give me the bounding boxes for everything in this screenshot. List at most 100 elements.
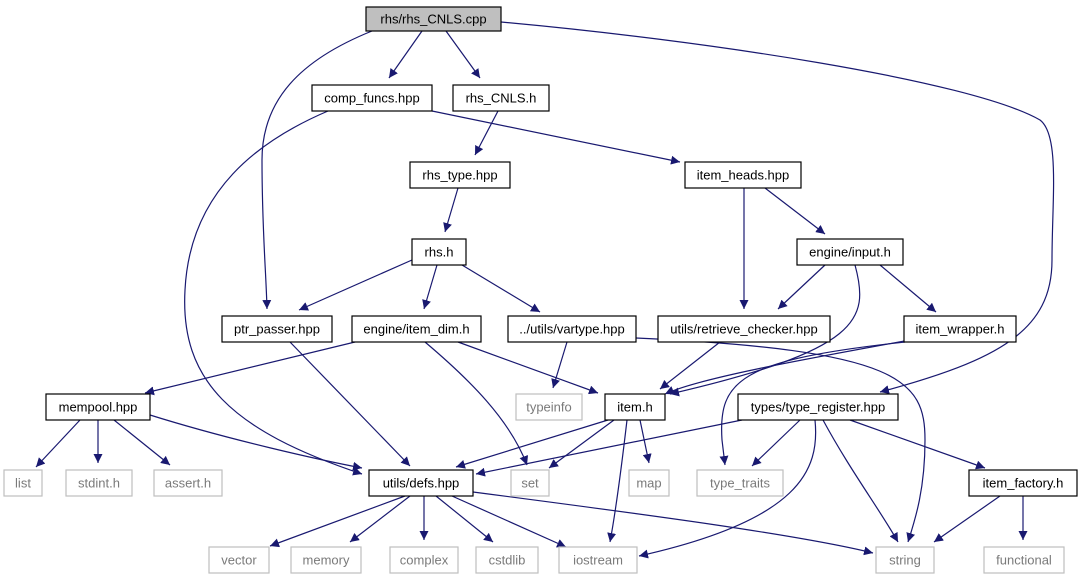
node-label-ptr-passer: ptr_passer.hpp xyxy=(234,322,320,337)
edge-item-wrapper-to-item-h xyxy=(664,339,911,395)
edge-mempool-to-assert xyxy=(113,419,171,466)
node-engine-input[interactable]: engine/input.h xyxy=(796,238,904,266)
node-label-memory: memory xyxy=(303,553,350,568)
edge-utils-defs-to-cstdlib xyxy=(435,495,494,543)
edge-root-to-comp-funcs xyxy=(388,30,423,79)
node-rhs-cnls-h[interactable]: rhs_CNLS.h xyxy=(452,84,550,112)
node-engine-item-dim[interactable]: engine/item_dim.h xyxy=(351,315,482,343)
node-label-set: set xyxy=(521,476,539,491)
node-label-rhs-cnls-h: rhs_CNLS.h xyxy=(466,91,537,106)
node-box-assert xyxy=(153,469,223,497)
edge-comp-funcs-to-item-heads xyxy=(431,110,681,165)
edge-item-factory-to-string xyxy=(933,495,1001,543)
node-item-heads[interactable]: item_heads.hpp xyxy=(684,161,802,189)
edge-item-h-to-set xyxy=(548,419,615,469)
edge-rhs-cnls-h-to-rhs-type xyxy=(474,110,499,156)
edge-engine-item-dim-to-item-h xyxy=(457,341,599,395)
node-box-vector xyxy=(208,546,270,574)
node-box-comp-funcs xyxy=(311,84,433,112)
node-rhs-type[interactable]: rhs_type.hpp xyxy=(409,161,511,189)
node-rhs-h[interactable]: rhs.h xyxy=(411,238,467,266)
node-label-item-factory: item_factory.h xyxy=(983,476,1064,491)
node-label-assert: assert.h xyxy=(165,476,211,491)
node-box-root xyxy=(365,6,502,32)
node-label-rhs-h: rhs.h xyxy=(425,245,454,260)
node-item-h[interactable]: item.h xyxy=(604,393,666,421)
node-box-engine-item-dim xyxy=(351,315,482,343)
node-label-utils-defs: utils/defs.hpp xyxy=(383,476,460,491)
edge-engine-input-to-item-wrapper xyxy=(879,264,937,313)
edge-root-to-type-register xyxy=(500,21,1055,395)
node-label-engine-input: engine/input.h xyxy=(809,245,891,260)
node-root[interactable]: rhs/rhs_CNLS.cpp xyxy=(365,6,502,32)
node-set: set xyxy=(510,469,550,497)
node-label-comp-funcs: comp_funcs.hpp xyxy=(324,91,419,106)
node-string: string xyxy=(875,546,935,574)
edge-item-h-to-map xyxy=(639,419,652,464)
node-label-item-wrapper: item_wrapper.h xyxy=(916,322,1005,337)
node-box-engine-input xyxy=(796,238,904,266)
node-utils-defs[interactable]: utils/defs.hpp xyxy=(368,469,474,497)
node-label-stdint: stdint.h xyxy=(78,476,120,491)
node-item-wrapper[interactable]: item_wrapper.h xyxy=(903,315,1017,343)
edge-mempool-to-list xyxy=(35,419,81,468)
nodes-layer: rhs/rhs_CNLS.cpp comp_funcs.hpp rhs_CNLS.h… xyxy=(3,6,1078,574)
edge-utils-defs-to-iostream xyxy=(451,495,567,548)
node-box-list xyxy=(3,469,43,497)
node-list: list xyxy=(3,469,43,497)
node-box-item-heads xyxy=(684,161,802,189)
node-box-cstdlib xyxy=(475,546,539,574)
edge-mempool-to-utils-defs xyxy=(149,414,363,471)
edge-ptr-passer-to-utils-defs xyxy=(289,341,411,467)
edge-engine-item-dim-to-set xyxy=(424,341,529,466)
edge-type-register-to-string xyxy=(822,419,899,543)
edge-item-wrapper-to-type-traits xyxy=(719,341,906,466)
edge-type-register-to-item-factory xyxy=(849,419,986,470)
node-box-rhs-h xyxy=(411,238,467,266)
node-retrieve-checker[interactable]: utils/retrieve_checker.hpp xyxy=(657,315,831,343)
edge-vartype-to-string xyxy=(635,337,926,543)
node-label-cstdlib: cstdlib xyxy=(489,553,526,568)
edge-engine-item-dim-to-mempool xyxy=(144,341,356,396)
edge-item-h-to-iostream xyxy=(607,419,628,543)
node-label-iostream: iostream xyxy=(573,553,623,568)
node-box-type-register xyxy=(737,393,899,421)
node-label-item-h: item.h xyxy=(617,400,652,415)
edge-retrieve-checker-to-item-h xyxy=(659,341,721,390)
edge-item-h-to-utils-defs xyxy=(455,419,609,469)
node-label-root: rhs/rhs_CNLS.cpp xyxy=(380,12,486,27)
edge-rhs-h-to-vartype xyxy=(461,264,541,313)
node-box-utils-defs xyxy=(368,469,474,497)
node-mempool[interactable]: mempool.hpp xyxy=(45,393,151,421)
node-label-map: map xyxy=(636,476,661,491)
node-label-type-register: types/type_register.hpp xyxy=(751,400,885,415)
edge-type-register-to-type-traits xyxy=(751,419,801,467)
node-label-retrieve-checker: utils/retrieve_checker.hpp xyxy=(670,322,817,337)
node-iostream: iostream xyxy=(558,546,638,574)
node-type-register[interactable]: types/type_register.hpp xyxy=(737,393,899,421)
node-vartype[interactable]: ../utils/vartype.hpp xyxy=(507,315,637,343)
edge-vartype-to-typeinfo xyxy=(551,341,568,389)
node-ptr-passer[interactable]: ptr_passer.hpp xyxy=(221,315,333,343)
node-box-item-wrapper xyxy=(903,315,1017,343)
node-label-vector: vector xyxy=(221,553,257,568)
node-label-typeinfo: typeinfo xyxy=(526,400,572,415)
edge-rhs-type-to-rhs-h xyxy=(443,187,459,233)
edge-utils-defs-to-memory xyxy=(349,495,411,543)
node-label-string: string xyxy=(889,553,921,568)
node-label-complex: complex xyxy=(400,553,449,568)
edge-root-to-rhs-cnls-h xyxy=(445,30,481,79)
node-comp-funcs[interactable]: comp_funcs.hpp xyxy=(311,84,433,112)
node-box-ptr-passer xyxy=(221,315,333,343)
node-label-engine-item-dim: engine/item_dim.h xyxy=(363,322,469,337)
node-box-item-factory xyxy=(968,469,1078,497)
edge-utils-defs-to-vector xyxy=(269,495,406,548)
edge-type-register-to-utils-defs xyxy=(475,419,743,477)
edge-rhs-h-to-ptr-passer xyxy=(298,259,413,311)
node-label-type-traits: type_traits xyxy=(710,476,770,491)
node-box-typeinfo xyxy=(515,393,583,421)
node-item-factory[interactable]: item_factory.h xyxy=(968,469,1078,497)
edge-engine-input-to-retrieve-checker xyxy=(777,264,826,310)
edge-engine-input-to-item-h xyxy=(669,264,861,397)
